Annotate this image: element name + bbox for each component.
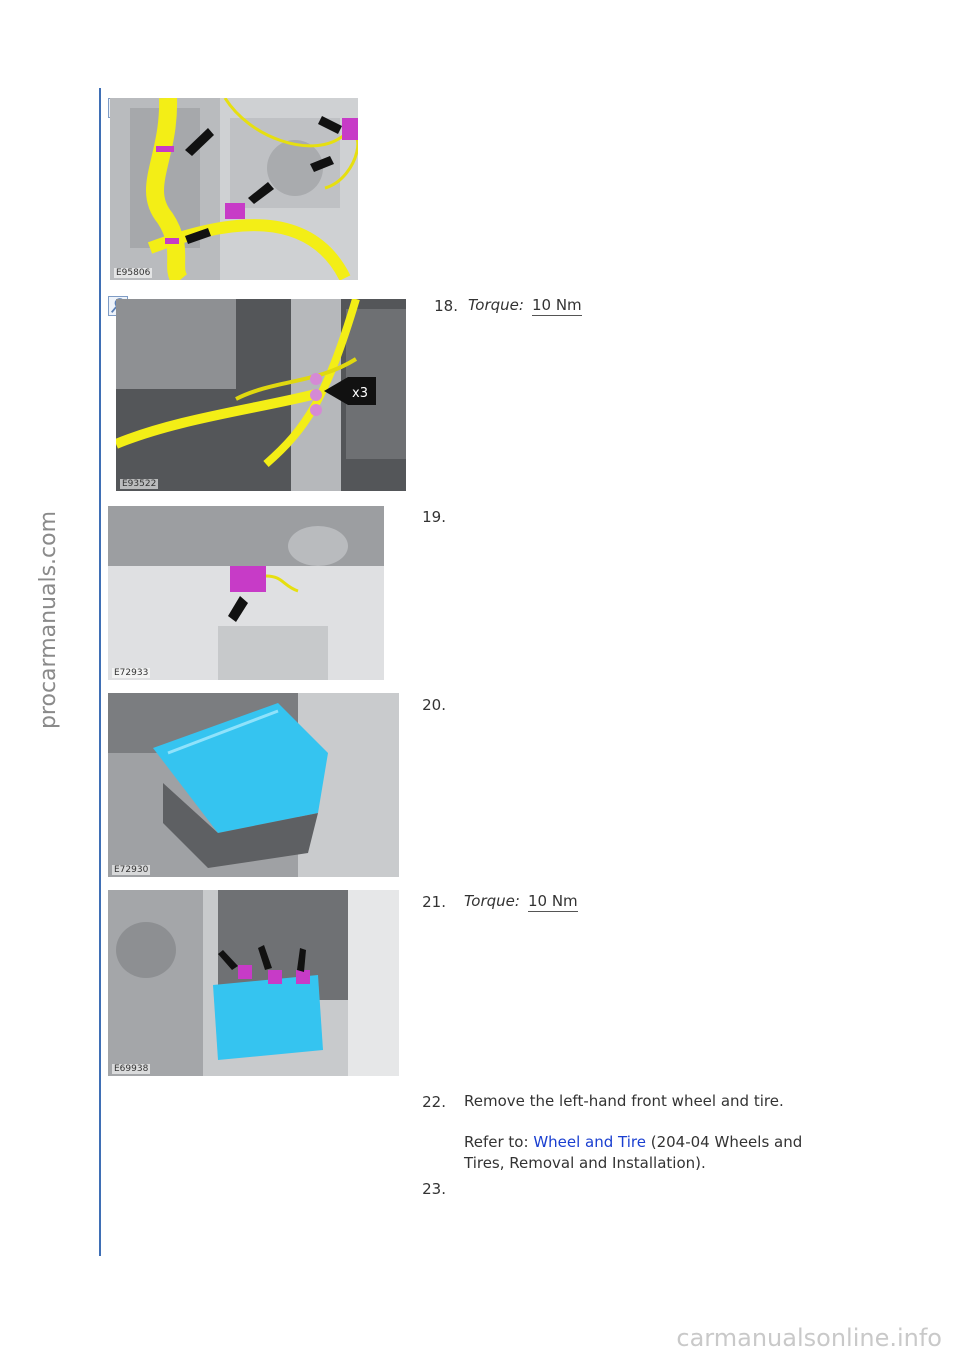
- figure-fuse-box-terminals[interactable]: E69938: [108, 890, 399, 1076]
- wheel-and-tire-link[interactable]: Wheel and Tire: [533, 1133, 646, 1151]
- figure-connector[interactable]: E72933: [108, 506, 384, 680]
- figure-code: E95806: [114, 268, 153, 278]
- figure-fuse-box-cover[interactable]: E72930: [108, 693, 399, 877]
- torque-value: 10 Nm: [527, 892, 578, 912]
- torque-spec: Torque: 10 Nm: [464, 891, 578, 912]
- step-number: 22.: [422, 1093, 446, 1111]
- callout-x3: x3: [352, 386, 368, 401]
- figure-code: E72930: [112, 865, 151, 875]
- step-number: 19.: [422, 508, 446, 526]
- figure-code: E72933: [112, 668, 151, 678]
- step-number: 21.: [422, 893, 446, 911]
- section-rule: [99, 88, 101, 1256]
- figure-engine-harness[interactable]: E95806: [110, 98, 358, 280]
- torque-label: Torque:: [464, 892, 520, 910]
- figure-harness-ground[interactable]: x3 E93522: [116, 299, 406, 491]
- torque-spec: Torque: 10 Nm: [468, 295, 582, 316]
- figure-code: E69938: [112, 1064, 151, 1074]
- refer-line2: Tires, Removal and Installation).: [464, 1154, 706, 1172]
- refer-prefix: Refer to:: [464, 1133, 534, 1151]
- refer-to: Refer to: Wheel and Tire (204-04 Wheels …: [464, 1132, 844, 1174]
- step-number: 20.: [422, 696, 446, 714]
- step-instruction: Remove the left-hand front wheel and tir…: [464, 1092, 784, 1110]
- torque-label: Torque:: [468, 296, 524, 314]
- step-number: 23.: [422, 1180, 446, 1198]
- footer-watermark: carmanualsonline.info: [676, 1324, 942, 1352]
- refer-suffix: (204-04 Wheels and: [645, 1133, 803, 1151]
- torque-value: 10 Nm: [531, 296, 582, 316]
- step-number: 18.: [434, 297, 458, 315]
- watermark-text: procarmanuals.com: [36, 510, 61, 730]
- figure-code: E93522: [120, 479, 159, 489]
